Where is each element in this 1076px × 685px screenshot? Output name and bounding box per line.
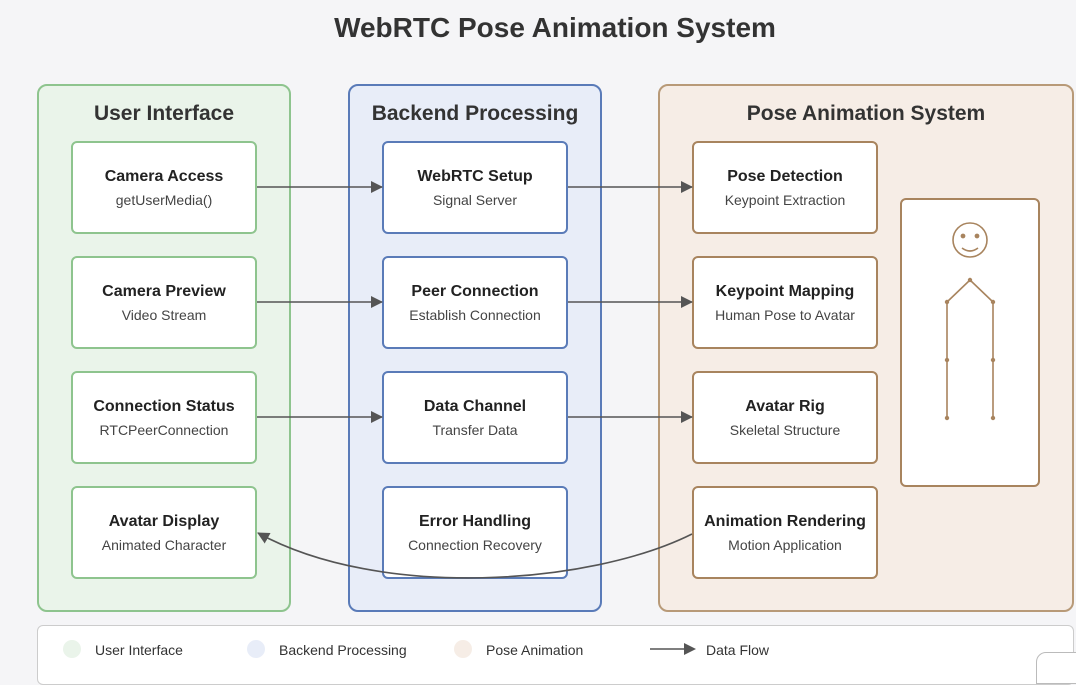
legend-label: Backend Processing: [279, 642, 407, 658]
box-title: Animation Rendering: [704, 513, 866, 530]
legend-swatch: [63, 640, 81, 658]
camera-preview-box[interactable]: Camera Preview Video Stream: [71, 256, 257, 349]
legend-label: User Interface: [95, 642, 183, 658]
legend-label: Data Flow: [706, 642, 770, 658]
box-subtitle: Video Stream: [121, 307, 207, 323]
box-subtitle: Keypoint Extraction: [724, 192, 846, 208]
avatar-preview-panel: [900, 198, 1040, 487]
box-title: Keypoint Mapping: [715, 283, 855, 300]
legend-swatch: [454, 640, 472, 658]
pose-detection-box[interactable]: Pose Detection Keypoint Extraction: [692, 141, 878, 234]
box-subtitle: Transfer Data: [432, 422, 518, 438]
keypoint-mapping-box[interactable]: Keypoint Mapping Human Pose to Avatar: [692, 256, 878, 349]
data-channel-box[interactable]: Data Channel Transfer Data: [382, 371, 568, 464]
box-title: Pose Detection: [727, 168, 843, 185]
box-title: Connection Status: [93, 398, 235, 415]
legend-label: Pose Animation: [486, 642, 584, 658]
box-title: Avatar Display: [108, 513, 220, 530]
box-title: Camera Preview: [102, 283, 226, 300]
box-subtitle: Connection Recovery: [408, 537, 542, 553]
legend-swatch: [247, 640, 265, 658]
box-title: WebRTC Setup: [417, 168, 533, 185]
box-subtitle: Animated Character: [101, 537, 227, 553]
box-subtitle: Establish Connection: [409, 307, 541, 323]
avatar-rig-box[interactable]: Avatar Rig Skeletal Structure: [692, 371, 878, 464]
pose-animation-title: Pose Animation System: [746, 102, 986, 125]
box-subtitle: RTCPeerConnection: [99, 422, 229, 438]
legend: User Interface Backend Processing Pose A…: [37, 625, 1074, 685]
animation-rendering-box[interactable]: Animation Rendering Motion Application: [692, 486, 878, 579]
diagram-title: WebRTC Pose Animation System: [334, 12, 776, 43]
box-subtitle: Human Pose to Avatar: [715, 307, 855, 323]
box-title: Data Channel: [423, 398, 527, 415]
box-title: Camera Access: [104, 168, 224, 185]
avatar-display-box[interactable]: Avatar Display Animated Character: [71, 486, 257, 579]
box-title: Avatar Rig: [745, 398, 825, 415]
backend-processing-title: Backend Processing: [371, 102, 579, 125]
peer-connection-box[interactable]: Peer Connection Establish Connection: [382, 256, 568, 349]
arrow-rendering-to-display: [257, 532, 693, 579]
webrtc-setup-box[interactable]: WebRTC Setup Signal Server: [382, 141, 568, 234]
box-title: Error Handling: [418, 513, 531, 530]
connection-status-box[interactable]: Connection Status RTCPeerConnection: [71, 371, 257, 464]
stick-figure-icon: [944, 222, 996, 421]
user-interface-title: User Interface: [93, 102, 235, 125]
box-subtitle: Motion Application: [728, 537, 842, 553]
box-subtitle: Signal Server: [432, 192, 518, 208]
box-subtitle: getUserMedia(): [115, 192, 213, 208]
box-title: Peer Connection: [411, 283, 539, 300]
flow-arrows: [257, 181, 693, 579]
data-flow-arrow-icon: [650, 643, 696, 655]
camera-access-box[interactable]: Camera Access getUserMedia(): [71, 141, 257, 234]
corner-tab: [1036, 652, 1076, 684]
box-subtitle: Skeletal Structure: [729, 422, 841, 438]
